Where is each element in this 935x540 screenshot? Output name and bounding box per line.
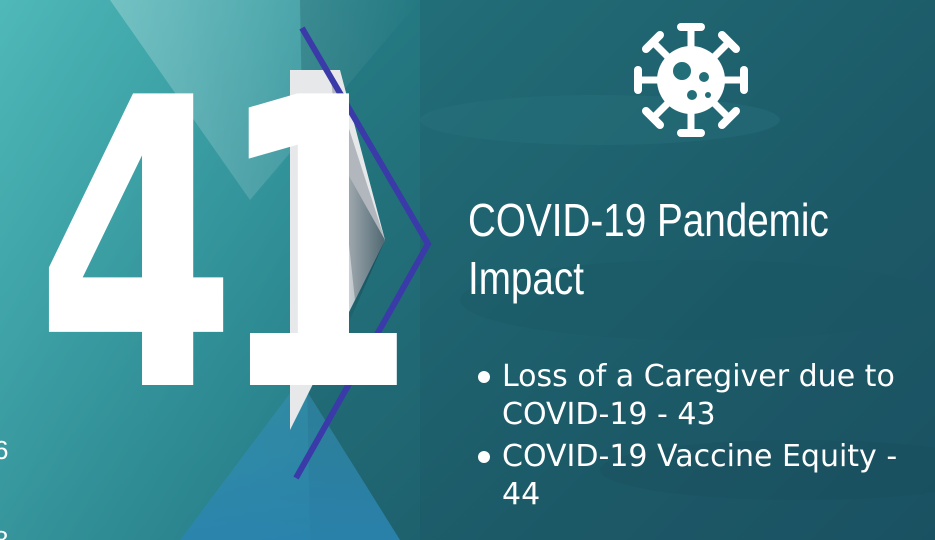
water-ripple bbox=[600, 440, 935, 500]
blue-triangle bbox=[180, 380, 400, 540]
list-item-label: COVID-19 Vaccine Equity - 44 bbox=[502, 439, 898, 512]
bullet-list: Loss of a Caregiver due to COVID-19 - 43… bbox=[478, 358, 928, 518]
list-item-label: Loss of a Caregiver due to COVID-19 - 43 bbox=[502, 359, 895, 432]
page-number: 41 bbox=[36, 15, 417, 480]
chevron-line bbox=[293, 26, 432, 480]
list-item: COVID-19 Vaccine Equity - 44 bbox=[478, 438, 928, 514]
edge-text: 6 bbox=[0, 435, 9, 465]
edge-text: 8 bbox=[0, 525, 9, 540]
section-title: COVID-19 Pandemic Impact bbox=[468, 194, 829, 304]
virus-icon bbox=[628, 17, 754, 143]
bullet-icon bbox=[478, 451, 490, 463]
silver-chevron-shadow bbox=[340, 160, 385, 320]
light-band bbox=[110, 0, 420, 200]
water-ripple bbox=[460, 260, 935, 340]
list-item: Loss of a Caregiver due to COVID-19 - 43 bbox=[478, 358, 928, 434]
silver-chevron bbox=[290, 70, 385, 430]
bullet-icon bbox=[478, 371, 490, 383]
